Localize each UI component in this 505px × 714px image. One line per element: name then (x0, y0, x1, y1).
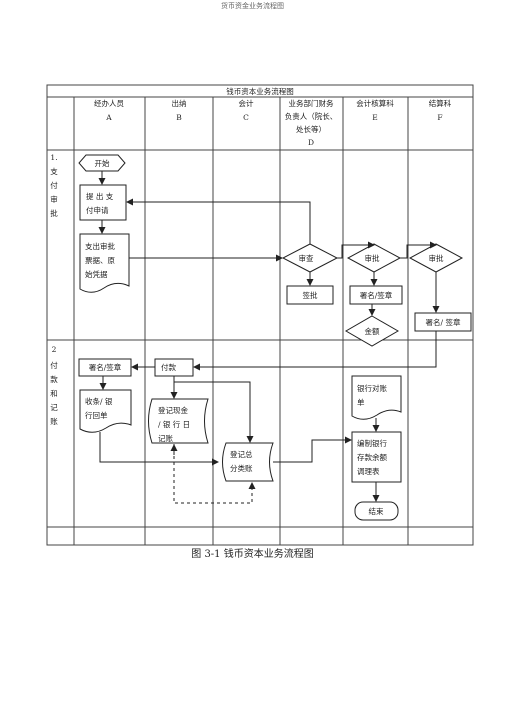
row-labels: 1. 支 付 审 批 2 付 款 和 记 账 (50, 153, 58, 426)
reconciliation-box (351, 431, 402, 483)
cash-journal-label: 记账 (158, 434, 173, 443)
receipt-label: 行回单 (85, 410, 108, 420)
row-label: 账 (50, 417, 58, 426)
sign-d-label: 签批 (303, 290, 318, 300)
column-headers: 经办人员 A 出纳 B 会计 C 业务部门财务 负责人（院长、 处长等） D 会… (94, 98, 452, 147)
column-header: 结算科 (429, 98, 452, 108)
row-label: 和 (50, 389, 58, 398)
table-grid (46, 84, 474, 546)
vouchers-label: 始凭据 (85, 269, 108, 279)
cash-journal-label: / 银 行 日 (158, 419, 190, 429)
start-label: 开始 (95, 158, 110, 168)
general-ledger-label: 登记总 (230, 449, 253, 459)
payment-label: 付款 (161, 362, 176, 372)
end-node (354, 501, 399, 521)
reconciliation-label: 编制银行 (357, 438, 387, 448)
column-letter: B (176, 113, 182, 122)
column-letter: D (308, 138, 314, 147)
connector (273, 436, 352, 463)
approve-f-label: 审批 (429, 253, 444, 263)
sign-e-box (349, 285, 403, 305)
column-letter: E (372, 113, 377, 122)
connector (337, 241, 375, 259)
page-header: 货币资金业务流程图 (221, 2, 284, 10)
sign-a2-label: 署名/签章 (89, 362, 122, 372)
column-letter: C (243, 113, 249, 122)
connector (126, 198, 311, 244)
row-label: 款 (50, 374, 58, 384)
general-ledger-storage (222, 442, 274, 482)
receipt-document (79, 389, 132, 433)
row-label: 2 (52, 345, 57, 354)
bank-statement-label: 银行对账 (357, 383, 387, 393)
submit-request-label: 提 出 支 (86, 191, 114, 201)
column-header: 会计核算科 (356, 98, 394, 108)
row-label: 批 (50, 208, 58, 218)
vouchers-label: 票据、原 (85, 256, 115, 265)
reconciliation-label: 调理表 (357, 466, 380, 476)
column-letter: A (105, 113, 112, 122)
row-label: 审 (50, 194, 58, 204)
column-header: 业务部门财务 (289, 98, 334, 108)
table-title: 钱币资本业务流程图 (226, 86, 294, 96)
amount-label: 金额 (365, 326, 380, 336)
vouchers-document (79, 233, 130, 293)
amount-diamond (344, 315, 400, 347)
row-label: 付 (50, 360, 58, 370)
row-label: 付 (50, 180, 58, 190)
sign-e-label: 署名/签章 (360, 290, 393, 300)
connector (174, 381, 254, 443)
sign-f-label: 署名/ 签章 (426, 317, 461, 327)
cash-journal-label: 登记现金 (158, 405, 188, 415)
row-label: 1. (50, 153, 57, 162)
row-label: 支 (50, 166, 58, 176)
bank-statement-document (351, 375, 402, 420)
column-header: 会计 (239, 98, 254, 108)
dashed-connector (173, 444, 256, 504)
reconciliation-label: 存款余额 (357, 452, 387, 462)
start-node (78, 154, 126, 172)
general-ledger-label: 分类账 (230, 463, 253, 473)
column-header: 出纳 (172, 98, 187, 108)
column-header: 负责人（院长、 (285, 111, 338, 121)
sign-d-box (286, 285, 334, 305)
column-header: 经办人员 (94, 98, 124, 108)
row-label: 记 (50, 403, 58, 412)
approve-e-label: 审批 (365, 253, 380, 263)
column-header: 处长等） (296, 124, 326, 134)
submit-request-label: 付申请 (86, 205, 109, 215)
sign-f-box (414, 312, 472, 332)
connector (99, 432, 219, 466)
cash-journal-storage (148, 398, 209, 444)
submit-request-box (79, 184, 127, 221)
column-letter: F (437, 113, 442, 122)
connector (193, 331, 437, 371)
bank-statement-label: 单 (357, 397, 365, 407)
figure-caption: 图 3-1 钱币资本业务流程图 (191, 549, 314, 560)
connector (400, 241, 437, 259)
review-label: 审查 (299, 253, 314, 263)
receipt-label: 收条/ 银 (85, 396, 113, 406)
vouchers-label: 支出审批 (85, 241, 115, 251)
end-label: 结束 (369, 506, 384, 516)
